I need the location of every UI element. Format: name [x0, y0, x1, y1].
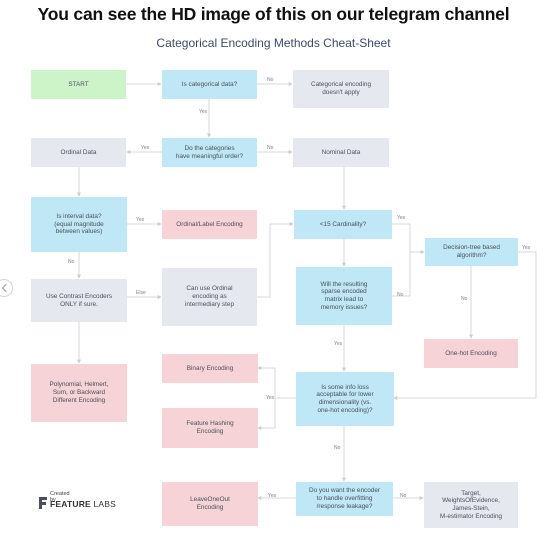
node-interval-data: Is interval data? (equal magnitude betwe…: [31, 197, 127, 252]
node-not-apply: Categorical encoding doesn't apply: [293, 70, 389, 108]
node-target-encoding: Target, WeightsOfEvidence, James-Stein, …: [424, 482, 518, 528]
edge-label: No: [400, 493, 407, 499]
edge-infoloss-to-binary: [257, 366, 296, 399]
carousel-prev-button[interactable]: [0, 279, 13, 297]
node-info-loss: Is some info loss acceptable for lower d…: [296, 372, 394, 426]
edge-infoloss-to-hashing: [257, 398, 276, 430]
node-leaveoneout: LeaveOneOut Encoding: [162, 482, 258, 526]
edge-cardinality-to-tree: [392, 223, 425, 254]
edge-label: Yes: [397, 215, 406, 221]
page-title: Categorical Encoding Methods Cheat-Sheet: [156, 36, 391, 50]
edge-label: No: [267, 77, 274, 83]
edge-label: No: [68, 259, 75, 265]
node-onehot-encoding: One-hot Encoding: [424, 339, 518, 368]
node-meaningful-order: Do the categories have meaningful order?: [162, 138, 257, 167]
node-ordinal-data: Ordinal Data: [31, 138, 126, 167]
node-is-categorical: Is categorical data?: [162, 70, 257, 99]
node-nominal-data: Nominal Data: [293, 138, 389, 167]
edge-intermediary-to-cardinality: [257, 222, 294, 298]
edge-label: Yes: [266, 395, 275, 401]
node-binary-encoding: Binary Encoding: [162, 354, 258, 383]
edge-label: Yes: [141, 145, 150, 151]
node-ordinal-intermediary: Can use Ordinal encoding as intermediary…: [162, 268, 257, 326]
node-overfitting: Do you want the encoder to handle overfi…: [296, 482, 393, 516]
edge-label: Else: [136, 290, 146, 296]
edge-label: Yes: [199, 109, 208, 115]
feature-labs-wordmark: FEATURE LABS: [50, 499, 117, 509]
node-start: START: [31, 70, 126, 99]
edge-label: No: [334, 445, 341, 451]
feature-labs-logo-icon: [39, 497, 47, 509]
edge-label: No: [267, 145, 274, 151]
node-cardinality: <15 Cardinality?: [294, 210, 392, 239]
node-polynomial-encoding: Polynomial, Helmert, Sum, or Backward Di…: [31, 364, 127, 422]
node-contrast-encoders: Use Contrast Encoders ONLY if sure.: [31, 279, 127, 322]
edge-label: Yes: [136, 217, 145, 223]
edge-label: Yes: [334, 341, 343, 347]
node-decision-tree: Decision-tree based algorithm?: [425, 238, 518, 266]
node-feature-hashing: Feature Hashing Encoding: [162, 408, 258, 448]
edge-tree-to-infoloss: [393, 251, 537, 400]
node-sparse-matrix: Will the resulting sparse encoded matrix…: [296, 267, 392, 325]
created-by-label: Created by: [50, 491, 70, 503]
edge-label: No: [397, 292, 404, 298]
telegram-banner: You can see the HD image of this on our …: [37, 4, 510, 24]
edge-label: No: [461, 296, 468, 302]
edge-sparse-to-tree: [392, 252, 411, 297]
node-ordinal-label-encoding: Ordinal/Label Encoding: [162, 210, 257, 239]
edge-label: Yes: [522, 245, 531, 251]
edge-label: Yes: [268, 493, 277, 499]
